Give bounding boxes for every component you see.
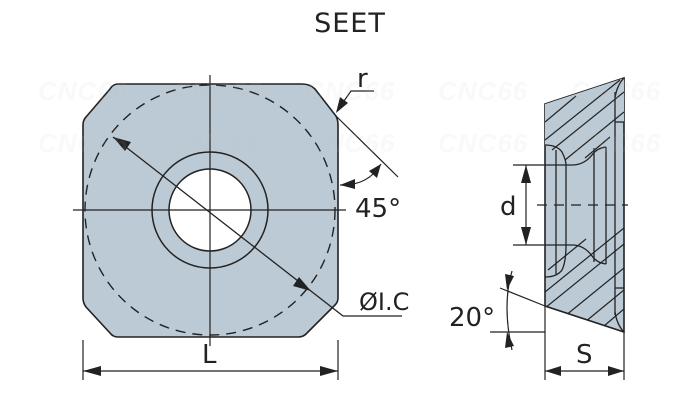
watermark: CNC66	[172, 128, 263, 158]
inscribed-circle-label: ØI.C	[359, 288, 410, 316]
length-label: L	[202, 340, 217, 370]
front-view	[73, 75, 402, 380]
clearance-angle-label: 20°	[449, 303, 496, 333]
ic-arrow-head-bottom	[293, 277, 311, 291]
angle-arrow-20-bottom	[505, 332, 514, 348]
section-hatching	[545, 78, 624, 327]
watermark: CNC66	[172, 76, 263, 106]
s-arrow-left	[545, 366, 561, 376]
chamfer-angle-label: 45°	[355, 194, 402, 224]
chamfer-extension	[335, 115, 399, 178]
section-view	[490, 76, 628, 380]
watermark: CNC66	[38, 128, 129, 158]
hole-diameter-label: d	[500, 192, 517, 222]
angle-arrow-45-b	[369, 164, 381, 178]
watermark: CNC66	[438, 76, 529, 106]
s-arrow-right	[608, 366, 624, 376]
d-arrow-bottom	[521, 227, 531, 245]
l-arrow-left	[83, 366, 101, 376]
watermark: CNC66	[571, 128, 662, 158]
watermark: CNC66	[305, 128, 396, 158]
l-arrow-right	[320, 366, 338, 376]
d-arrow-top	[521, 165, 531, 183]
page-title: SEET	[314, 8, 386, 39]
watermark: CNC66	[571, 76, 662, 106]
angle-arrow-45-a	[340, 179, 355, 189]
angle-arrow-20-top	[505, 274, 514, 290]
watermark: CNC66	[438, 128, 529, 158]
thickness-label: S	[576, 340, 593, 370]
watermark: CNC66	[38, 76, 129, 106]
corner-radius-label: r	[357, 64, 368, 94]
radius-arrow	[336, 97, 348, 113]
ic-arrow-head-top	[113, 137, 131, 151]
watermark: CNC66	[305, 76, 396, 106]
